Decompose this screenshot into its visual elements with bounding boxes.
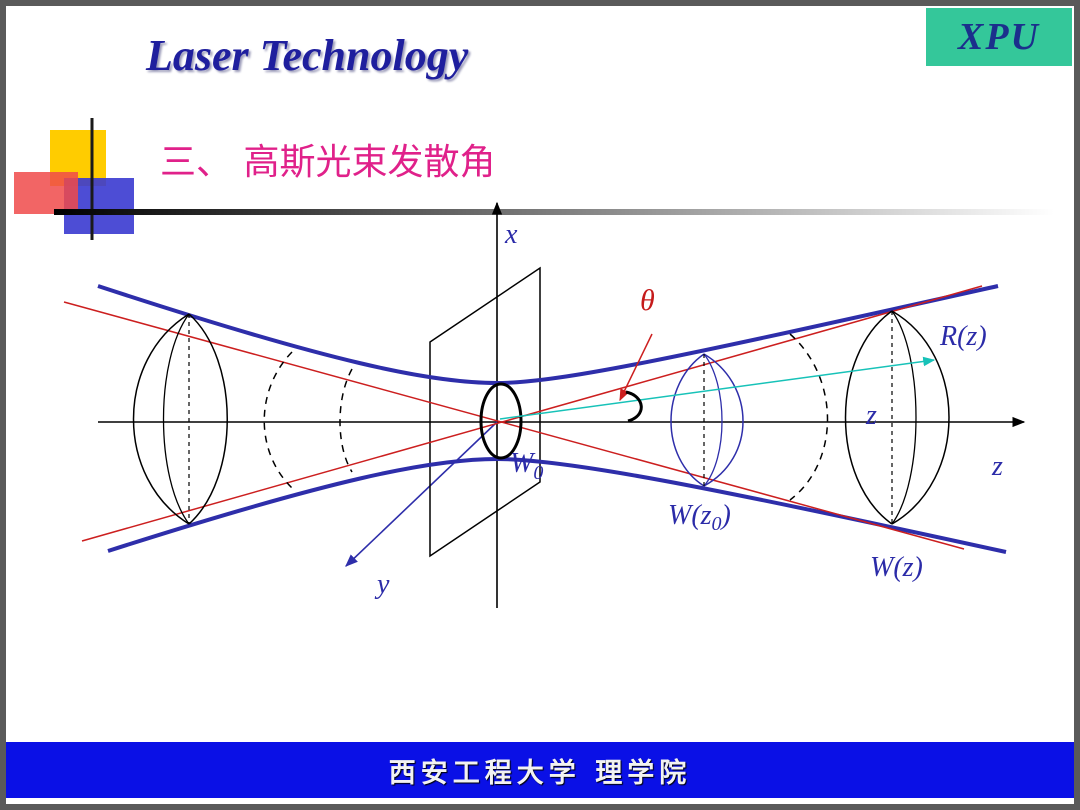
section-title: 三、 高斯光束发散角 (160, 142, 496, 183)
deco-square-red (14, 172, 78, 214)
footer-bar: 西安工程大学 理学院 (6, 742, 1074, 798)
right-wavefront (844, 310, 950, 525)
decorative-corner-squares (14, 118, 134, 240)
right-dashed-front (789, 333, 829, 501)
w0-subscript: 0 (533, 462, 543, 484)
waist-ellipse (479, 382, 523, 460)
y-axis-label: y (374, 569, 390, 600)
wz0-subscript: 0 (712, 513, 722, 535)
z-axis-label: z (991, 451, 1003, 482)
footer-text: 西安工程大学 理学院 (388, 757, 692, 789)
wz-label: W(z) (870, 552, 923, 583)
w0-label: W0 (510, 448, 543, 484)
title-underline (54, 209, 1054, 215)
xpu-logo-text: XPU (958, 16, 1040, 58)
middle-wavefront (670, 353, 744, 487)
asymptote-line-2 (81, 285, 983, 542)
theta-pointer-arrow (619, 333, 653, 402)
wz0-open: W(z (668, 500, 712, 531)
asymptote-line-1 (63, 301, 965, 550)
angle-arc (625, 390, 643, 423)
theta-label: θ (640, 284, 655, 317)
beam-envelope-lower (107, 456, 1007, 554)
left-dashed-front-2 (339, 368, 353, 473)
beam-envelope-upper (97, 284, 999, 386)
xpu-logo: XPU (926, 8, 1072, 66)
w0-main: W (510, 448, 536, 479)
header-title: Laser Technology (146, 31, 469, 80)
wz0-close: ) (720, 500, 731, 531)
radius-label: R(z) (939, 321, 987, 352)
x-axis-label: x (504, 219, 518, 250)
radius-arrow (499, 356, 936, 420)
waist-plane (429, 266, 541, 558)
wz0-label: W(z0) (668, 500, 731, 535)
left-dashed-front-1 (263, 351, 293, 489)
z-point-label: z (865, 400, 877, 431)
y-axis-line (345, 421, 498, 567)
left-wavefront (132, 313, 228, 525)
